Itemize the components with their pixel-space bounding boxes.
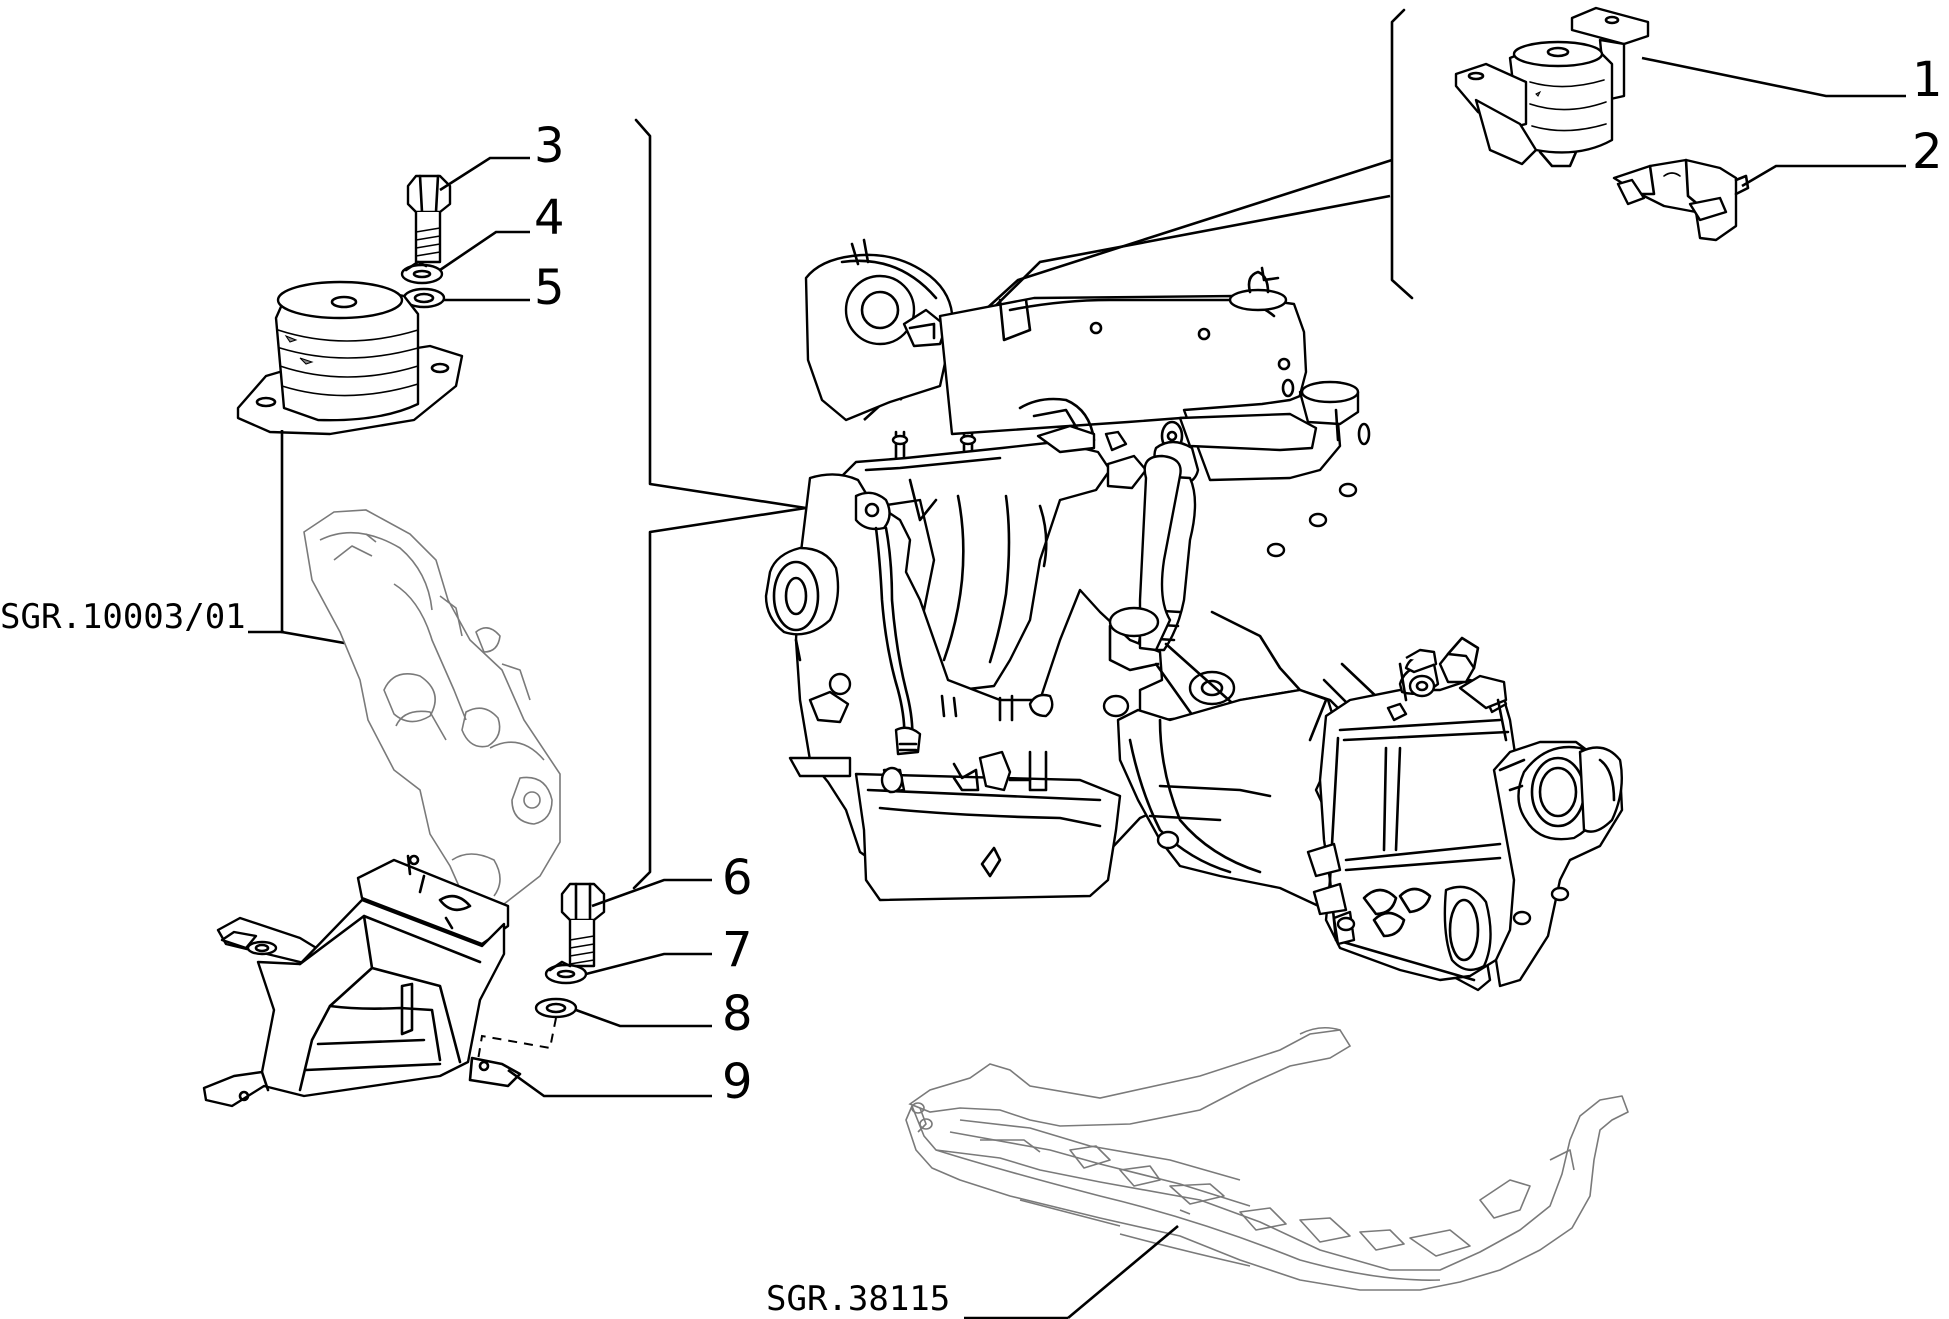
- washer-icon: [534, 997, 578, 1019]
- subframe-crossmember-icon: [905, 1026, 1629, 1291]
- group-bracket-right: [1390, 8, 1414, 300]
- callout-2: 2: [1912, 124, 1943, 180]
- support-arm-icon: [303, 509, 561, 905]
- bolt-icon: [560, 882, 606, 968]
- callout-1: 1: [1912, 52, 1943, 108]
- callout-4: 4: [534, 190, 565, 246]
- group-bracket-left: [632, 118, 808, 890]
- support-bracket-icon: [202, 854, 522, 1108]
- washer-icon: [402, 287, 446, 309]
- callout-7: 7: [722, 922, 753, 978]
- reference-sgr-38115: SGR.38115: [766, 1279, 950, 1319]
- leader-sgr-38115: [1067, 1225, 1179, 1319]
- callout-6: 6: [722, 850, 753, 906]
- bolt-icon: [406, 174, 452, 264]
- callout-3: 3: [534, 118, 565, 174]
- callout-5: 5: [534, 260, 565, 316]
- engine-mount-rubber-icon: [1454, 6, 1650, 168]
- reference-sgr-10003-01: SGR.10003/01: [0, 597, 246, 637]
- washer-icon: [400, 260, 444, 285]
- callout-8: 8: [722, 986, 753, 1042]
- engine-mount-bracket-icon: [1612, 158, 1750, 242]
- callout-9: 9: [722, 1054, 753, 1110]
- engine-gearbox-assembly-icon: [764, 238, 1624, 992]
- engine-mount-rubber-icon: [236, 280, 464, 436]
